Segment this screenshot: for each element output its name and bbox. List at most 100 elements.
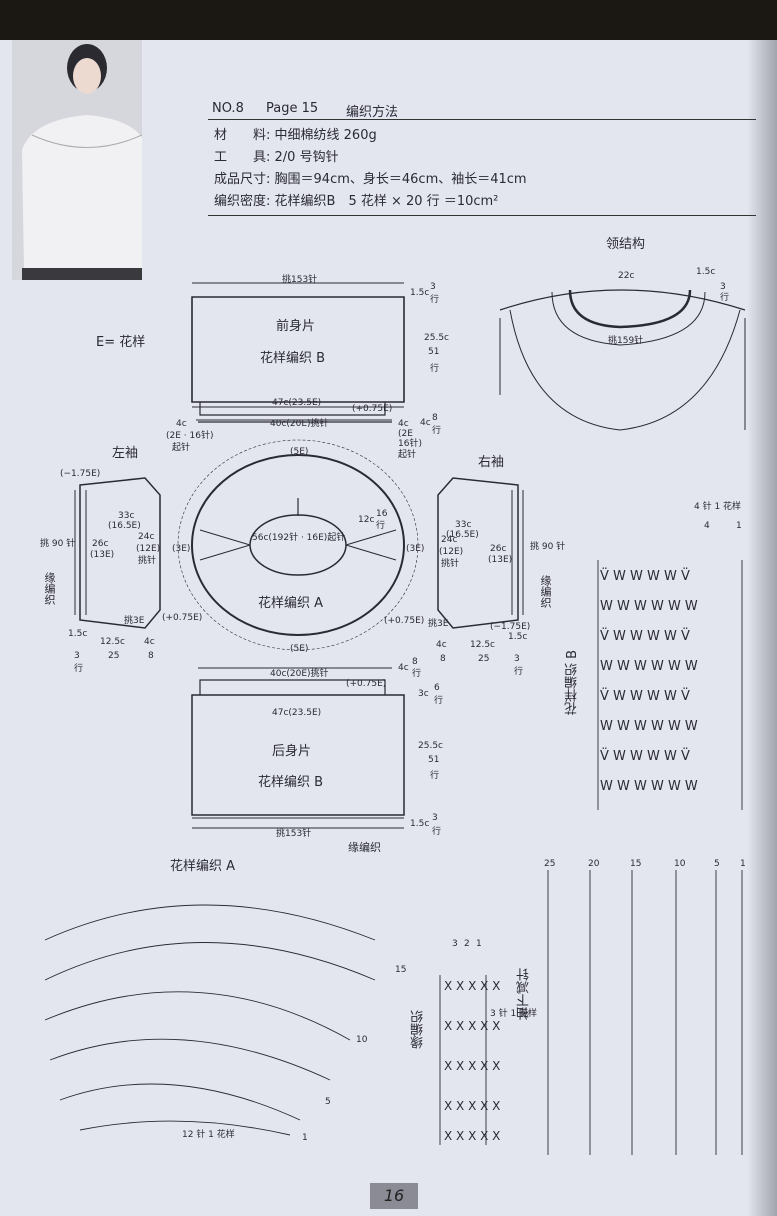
yoke-e3-right: (3E): [406, 544, 425, 554]
left-sleeve-b4: 4c: [144, 637, 155, 647]
neck-title: 领结构: [606, 237, 646, 252]
model-photo: [12, 40, 147, 280]
svg-text:W W W W W W: W W W W W W: [600, 659, 698, 674]
left-sleeve-title: 左袖: [112, 446, 139, 461]
right-sleeve-r3: 3: [514, 654, 520, 664]
svg-text:X X X X X: X X X X X: [444, 1129, 500, 1143]
pattern-header: NO.8 Page 15 编织方法 材 料: 中细棉纺线 260g 工 具: 2…: [208, 99, 756, 217]
front-name: 前身片: [276, 319, 316, 334]
neck-body: [509, 309, 741, 431]
back-pick-bottom: 挑153针: [276, 829, 312, 839]
yoke-h12-rows: 16: [376, 509, 388, 519]
right-sleeve-inc: (+0.75E): [384, 616, 425, 626]
pattern-a-row-10: 10: [356, 1035, 368, 1045]
chart-glyphs: V̈ W W W W V̈ W W W W W W V̈ W W W W V̈ …: [444, 569, 698, 1143]
left-sleeve-w33: 33c: [118, 511, 135, 521]
neck-rows: 3: [720, 282, 726, 292]
back-h15: 1.5c: [410, 819, 430, 829]
right-sleeve-b15: 1.5c: [508, 632, 528, 642]
left-sleeve-r8: 8: [148, 651, 154, 661]
svg-text:X X X X X: X X X X X: [444, 1099, 500, 1113]
pattern-b-row-4: 4: [704, 521, 710, 531]
pattern-number: NO.8: [212, 101, 244, 116]
front-inc: (+0.75E): [352, 404, 393, 414]
neck-collar: [568, 289, 692, 329]
left-sleeve-r25: 25: [108, 651, 120, 661]
back-edge: 缘编织: [348, 841, 381, 854]
right-sleeve-r25: 25: [478, 654, 490, 664]
left-sleeve-w24b: (12E): [136, 544, 161, 554]
pattern-b-repeat: 4 针 1 花样: [694, 502, 742, 512]
left-sleeve-dec: (−1.75E): [60, 469, 101, 479]
back-inc: (+0.75E): [346, 679, 387, 689]
right-sleeve-w26: 26c: [490, 544, 507, 554]
left-sleeve-inc: (+0.75E): [162, 613, 203, 623]
size-value: 胸围＝94cm、身长＝46cm、袖长＝41cm: [274, 172, 527, 187]
left-sleeve-w33b: (16.5E): [108, 521, 141, 531]
neck-height: 1.5c: [696, 267, 716, 277]
right-sleeve-pick: 挑针: [441, 559, 460, 569]
back-h3-rows: 6: [434, 683, 440, 693]
svg-text:X X X X X: X X X X X: [444, 1019, 500, 1033]
pattern-a-row-1: 1: [302, 1133, 308, 1143]
back-h25-rows: 51: [428, 755, 440, 765]
header-title: 编织方法: [346, 105, 399, 120]
right-sleeve-w26b: (13E): [488, 555, 513, 565]
front-row-unit-c: 行: [432, 426, 442, 436]
left-sleeve-edge: 缘编织: [43, 572, 56, 605]
tool-label: 工 具:: [214, 150, 271, 165]
pattern-b-chart: [597, 560, 743, 810]
header-title-bar: NO.8 Page 15 编织方法: [208, 99, 756, 120]
right-sleeve-w33: 33c: [455, 520, 472, 530]
tool-value: 2/0 号钩针: [274, 150, 339, 165]
left-sleeve-w26: 26c: [92, 539, 109, 549]
right-sleeve-piece: [437, 477, 519, 629]
neck-width: 22c: [618, 271, 635, 281]
sleeve-row-15: 15: [630, 859, 642, 869]
back-h4: 4c: [398, 663, 409, 673]
right-sleeve-edge: 缘编织: [539, 575, 552, 608]
right-sleeve-w24b: (12E): [439, 547, 464, 557]
front-row-unit-b: 行: [430, 364, 440, 374]
yoke-row-unit: 行: [376, 521, 386, 531]
front-side-left2: (2E · 16针): [166, 431, 214, 441]
sleeve-row-20: 20: [588, 859, 600, 869]
back-pattern: 花样编织 B: [258, 775, 324, 790]
svg-text:V̈ W W W W V̈: V̈ W W W W V̈: [600, 749, 690, 764]
left-sleeve-pick90: 挑 90 针: [40, 539, 76, 549]
back-row-unit-d: 行: [432, 827, 442, 837]
yoke-inner: [249, 514, 347, 576]
back-row-unit-c: 行: [430, 771, 440, 781]
sleeve-row-10: 10: [674, 859, 686, 869]
edge-repeat: 3 针 1 花样: [490, 1009, 538, 1019]
back-h25: 25.5c: [418, 741, 443, 751]
edge-row-2: 2: [464, 939, 470, 949]
svg-text:W W W W W W: W W W W W W: [600, 719, 698, 734]
front-h25: 25.5c: [424, 333, 449, 343]
yoke-pattern: 花样编织 A: [258, 596, 324, 611]
page-reference: Page 15: [266, 101, 319, 116]
back-row-unit-a: 行: [412, 669, 422, 679]
pattern-a-repeat: 12 针 1 花样: [182, 1130, 235, 1140]
back-h3: 3c: [418, 689, 429, 699]
back-row-unit-b: 行: [434, 696, 444, 706]
right-sleeve-pick3e: 挑3E: [428, 619, 449, 629]
neck-row-unit: 行: [720, 293, 730, 303]
front-row-unit-a: 行: [430, 295, 440, 305]
right-sleeve-row-unit: 行: [514, 667, 524, 677]
front-h15: 1.5c: [410, 288, 430, 298]
sleeve-decrease-chart: [547, 870, 743, 1155]
left-sleeve-w26b: (13E): [90, 550, 115, 560]
sleeve-row-1: 1: [740, 859, 746, 869]
front-h25-rows: 51: [428, 347, 440, 357]
right-sleeve-pick90: 挑 90 针: [530, 542, 566, 552]
pattern-b-title: 花样编织 B: [565, 650, 580, 716]
page-number: 16: [370, 1183, 418, 1209]
edge-row-3: 3: [452, 939, 458, 949]
back-name: 后身片: [272, 744, 312, 759]
right-sleeve-w33b: (16.5E): [446, 530, 479, 540]
sleeve-decrease-title: 袖下减针: [517, 968, 532, 1020]
yoke-e3-left: (3E): [172, 544, 191, 554]
svg-text:V̈ W W W W V̈: V̈ W W W W V̈: [600, 569, 690, 584]
